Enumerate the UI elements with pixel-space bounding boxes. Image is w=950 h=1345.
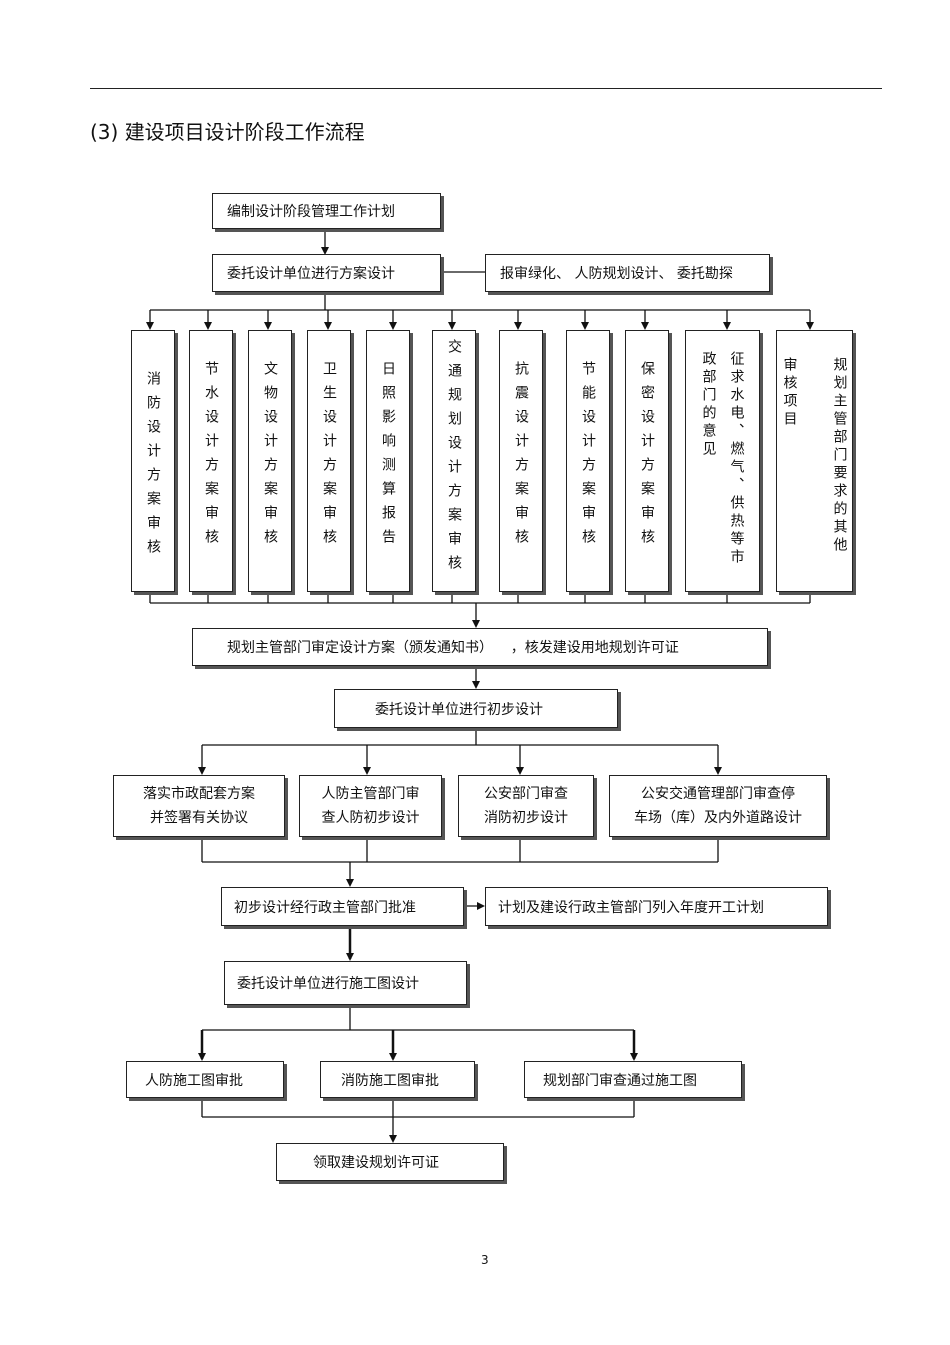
review-fire-label: 消防设计方案审核 <box>145 371 161 563</box>
check-civil-defense-line1: 人防主管部门审 <box>321 786 420 802</box>
check-fire-line2: 消防初步设计 <box>484 810 568 826</box>
review-sunlight: 日照影响测算报告 <box>366 330 410 592</box>
check-civil-defense-line2: 查人防初步设计 <box>321 810 420 826</box>
review-secrecy: 保密设计方案审核 <box>625 330 669 592</box>
check-traffic-line1: 公安交通管理部门审查停 <box>641 786 795 802</box>
plan-box: 编制设计阶段管理工作计划 <box>212 193 441 229</box>
review-traffic-label: 交通规划设计方案审核 <box>446 339 462 579</box>
construction-design-box: 委托设计单位进行施工图设计 <box>224 961 467 1005</box>
fire-drawing-approval: 消防施工图审批 <box>320 1061 475 1098</box>
review-utilities: 征求水电、燃气、供热等市政部门的意见 <box>685 330 760 592</box>
review-hygiene-label: 卫生设计方案审核 <box>321 361 337 553</box>
review-water: 节水设计方案审核 <box>189 330 233 592</box>
section-heading: (3) 建设项目设计阶段工作流程 <box>90 120 365 144</box>
review-seismic: 抗震设计方案审核 <box>499 330 543 592</box>
review-fire: 消防设计方案审核 <box>131 330 175 592</box>
check-fire-line1: 公安部门审查 <box>484 786 568 802</box>
check-fire: 公安部门审查 消防初步设计 <box>458 775 594 837</box>
review-heritage: 文物设计方案审核 <box>248 330 292 592</box>
annual-plan-box: 计划及建设行政主管部门列入年度开工计划 <box>485 887 828 926</box>
civil-defense-drawing-approval: 人防施工图审批 <box>126 1061 284 1098</box>
review-energy-label: 节能设计方案审核 <box>580 361 596 553</box>
review-hygiene: 卫生设计方案审核 <box>307 330 351 592</box>
prelim-approval-box: 初步设计经行政主管部门批准 <box>221 887 464 926</box>
page-number: 3 <box>481 1253 489 1267</box>
permit-box: 领取建设规划许可证 <box>276 1143 504 1181</box>
header-rule <box>90 88 882 89</box>
review-other-label: 规划主管部门要求的其他审核项目 <box>781 357 848 555</box>
review-water-label: 节水设计方案审核 <box>203 361 219 553</box>
check-traffic: 公安交通管理部门审查停 车场（库）及内外道路设计 <box>609 775 827 837</box>
review-heritage-label: 文物设计方案审核 <box>262 361 278 553</box>
check-civil-defense: 人防主管部门审 查人防初步设计 <box>299 775 442 837</box>
review-seismic-label: 抗震设计方案审核 <box>513 361 529 553</box>
review-other: 规划主管部门要求的其他审核项目 <box>776 330 853 592</box>
check-municipal: 落实市政配套方案 并签署有关协议 <box>113 775 285 837</box>
side-report-box: 报审绿化、 人防规划设计、 委托勘探 <box>485 254 770 292</box>
review-secrecy-label: 保密设计方案审核 <box>639 361 655 553</box>
preliminary-design-box: 委托设计单位进行初步设计 <box>334 689 618 728</box>
review-sunlight-label: 日照影响测算报告 <box>380 361 396 553</box>
check-municipal-line1: 落实市政配套方案 <box>143 786 255 802</box>
review-traffic: 交通规划设计方案审核 <box>432 330 476 592</box>
approval-box: 规划主管部门审定设计方案（颁发通知书） ，核发建设用地规划许可证 <box>192 628 768 666</box>
review-energy: 节能设计方案审核 <box>566 330 610 592</box>
planning-drawing-approval: 规划部门审查通过施工图 <box>524 1061 742 1098</box>
check-municipal-line2: 并签署有关协议 <box>150 810 248 826</box>
review-utilities-label: 征求水电、燃气、供热等市政部门的意见 <box>700 351 745 567</box>
scheme-design-box: 委托设计单位进行方案设计 <box>212 254 441 292</box>
check-traffic-line2: 车场（库）及内外道路设计 <box>634 810 802 826</box>
